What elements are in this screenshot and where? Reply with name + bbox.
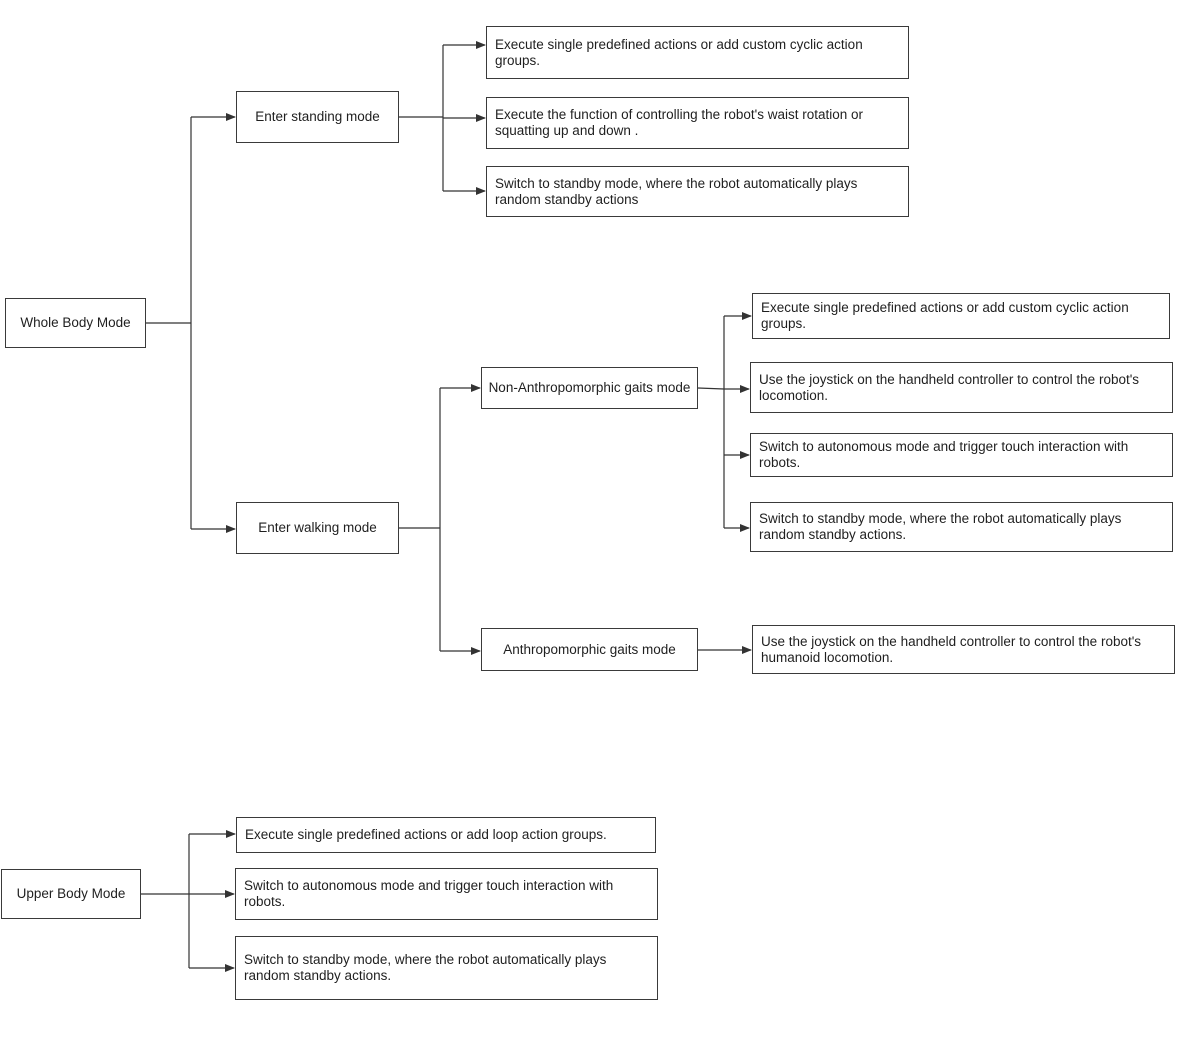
anthropomorphic-gaits-node: Anthropomorphic gaits mode xyxy=(481,628,698,671)
walking-mode-node: Enter walking mode xyxy=(236,502,399,554)
non-anthropomorphic-action-node: Execute single predefined actions or add… xyxy=(752,293,1170,339)
upper-body-action-text: Execute single predefined actions or add… xyxy=(245,827,607,842)
whole-body-mode-node: Whole Body Mode xyxy=(5,298,146,348)
upper-body-action-text: Switch to standby mode, where the robot … xyxy=(244,952,607,983)
non-anthropomorphic-gaits-node: Non-Anthropomorphic gaits mode xyxy=(481,367,698,409)
standing-action-node: Switch to standby mode, where the robot … xyxy=(486,166,909,217)
non-anthropomorphic-action-text: Use the joystick on the handheld control… xyxy=(759,371,1140,403)
standing-action-text: Execute the function of controlling the … xyxy=(495,107,864,138)
anthropomorphic-action-node: Use the joystick on the handheld control… xyxy=(752,625,1175,674)
anthropomorphic-action-text: Use the joystick on the handheld control… xyxy=(761,633,1142,665)
non-anthropomorphic-action-node: Switch to autonomous mode and trigger to… xyxy=(750,433,1173,477)
non-anthropomorphic-action-text: Switch to autonomous mode and trigger to… xyxy=(759,439,1129,470)
upper-body-action-node: Execute single predefined actions or add… xyxy=(236,817,656,853)
non-anthropomorphic-action-node: Use the joystick on the handheld control… xyxy=(750,362,1173,413)
non-anthropomorphic-gaits-label: Non-Anthropomorphic gaits mode xyxy=(488,380,691,395)
upper-body-action-node: Switch to standby mode, where the robot … xyxy=(235,936,658,1000)
upper-body-action-node: Switch to autonomous mode and trigger to… xyxy=(235,868,658,920)
non-anthropomorphic-action-node: Switch to standby mode, where the robot … xyxy=(750,502,1173,552)
connector-line xyxy=(697,387,725,390)
non-anthropomorphic-action-text: Execute single predefined actions or add… xyxy=(761,300,1129,331)
standing-action-text: Switch to standby mode, where the robot … xyxy=(495,175,858,207)
upper-body-action-text: Switch to autonomous mode and trigger to… xyxy=(244,878,614,909)
standing-mode-node: Enter standing mode xyxy=(236,91,399,143)
non-anthropomorphic-action-text: Switch to standby mode, where the robot … xyxy=(759,511,1122,542)
standing-action-node: Execute single predefined actions or add… xyxy=(486,26,909,79)
upper-body-mode-node: Upper Body Mode xyxy=(1,869,141,919)
standing-action-text: Execute single predefined actions or add… xyxy=(495,36,863,68)
standing-action-node: Execute the function of controlling the … xyxy=(486,97,909,149)
